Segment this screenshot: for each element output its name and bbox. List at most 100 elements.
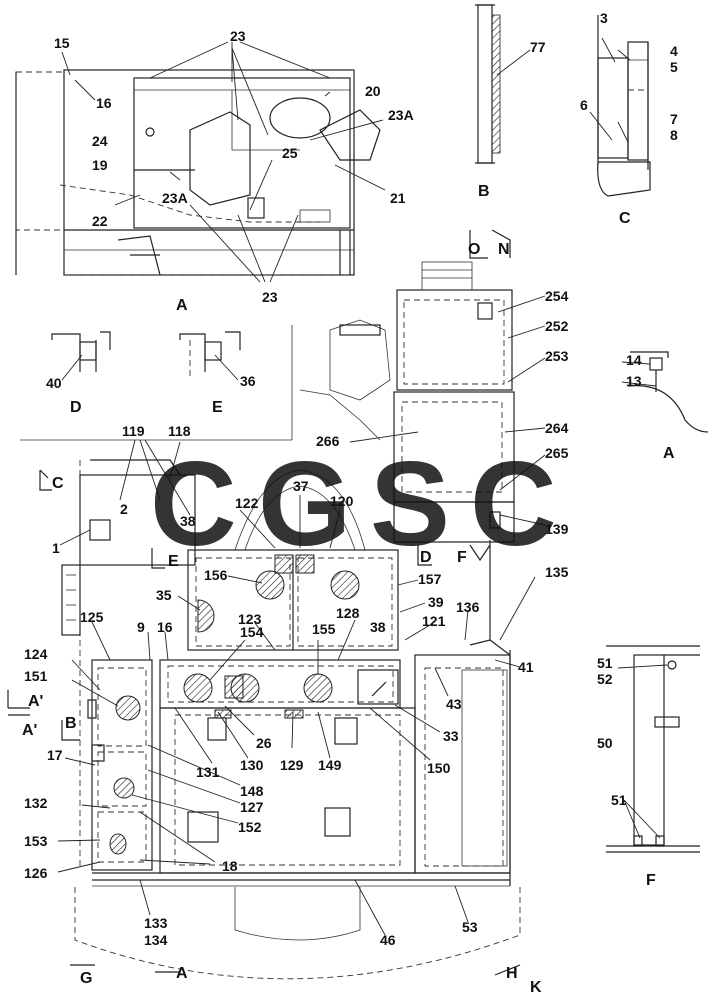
view-c-drawing bbox=[597, 15, 651, 197]
callout-36: 36 bbox=[240, 373, 256, 389]
callout-52: 52 bbox=[597, 671, 613, 687]
callout-139: 139 bbox=[545, 521, 569, 537]
watermark-letter-1: C bbox=[150, 437, 237, 571]
leader-lines bbox=[57, 37, 668, 936]
callout-17: 17 bbox=[47, 747, 63, 763]
section-marker-f: F bbox=[457, 549, 467, 566]
callout-157: 157 bbox=[418, 571, 442, 587]
view-label-e: E bbox=[212, 399, 223, 416]
callout-253: 253 bbox=[545, 348, 569, 364]
callout-5: 5 bbox=[670, 59, 678, 75]
callout-38-lower: 38 bbox=[370, 619, 386, 635]
callout-134: 134 bbox=[144, 932, 168, 948]
section-marker-d: D bbox=[420, 549, 432, 566]
callout-4: 4 bbox=[670, 43, 678, 59]
section-marker-c: C bbox=[52, 475, 64, 492]
callout-23: 23 bbox=[230, 28, 246, 44]
callout-33: 33 bbox=[443, 728, 459, 744]
callout-23a-lower: 23A bbox=[162, 190, 188, 206]
callout-252: 252 bbox=[545, 318, 569, 334]
callout-122: 122 bbox=[235, 495, 259, 511]
callout-labels: 15 16 23 20 23A 24 25 19 21 22 23A 23 77… bbox=[24, 10, 678, 948]
callout-1: 1 bbox=[52, 540, 60, 556]
callout-254: 254 bbox=[545, 288, 569, 304]
callout-125: 125 bbox=[80, 609, 104, 625]
callout-23-lower: 23 bbox=[262, 289, 278, 305]
callout-15: 15 bbox=[54, 35, 70, 51]
callout-41: 41 bbox=[518, 659, 534, 675]
callout-9: 9 bbox=[137, 619, 145, 635]
callout-16-lower: 16 bbox=[157, 619, 173, 635]
view-label-o: O bbox=[468, 241, 480, 258]
callout-39: 39 bbox=[428, 594, 444, 610]
callout-148: 148 bbox=[240, 783, 264, 799]
view-f-drawing bbox=[606, 645, 700, 853]
callout-8: 8 bbox=[670, 127, 678, 143]
view-label-h: H bbox=[506, 965, 518, 982]
callout-131: 131 bbox=[196, 764, 220, 780]
callout-135: 135 bbox=[545, 564, 569, 580]
callout-77: 77 bbox=[530, 39, 546, 55]
view-d-drawing bbox=[51, 331, 111, 372]
callout-19: 19 bbox=[92, 157, 108, 173]
callout-118: 118 bbox=[168, 423, 191, 439]
view-label-a-top: A bbox=[176, 297, 188, 314]
watermark-logo: C G S C bbox=[150, 437, 557, 571]
callout-150: 150 bbox=[427, 760, 451, 776]
watermark-letter-2: G bbox=[258, 437, 351, 571]
callout-266: 266 bbox=[316, 433, 340, 449]
callout-40: 40 bbox=[46, 375, 62, 391]
callout-50: 50 bbox=[597, 735, 613, 751]
main-assembly-drawing bbox=[20, 261, 521, 980]
callout-6: 6 bbox=[580, 97, 588, 113]
section-marker-b: B bbox=[65, 715, 77, 732]
callout-3: 3 bbox=[600, 10, 608, 26]
callout-133: 133 bbox=[144, 915, 168, 931]
callout-13: 13 bbox=[626, 373, 642, 389]
callout-20: 20 bbox=[365, 83, 381, 99]
callout-7: 7 bbox=[670, 111, 678, 127]
callout-124: 124 bbox=[24, 646, 48, 662]
callout-120: 120 bbox=[330, 493, 354, 509]
callout-130: 130 bbox=[240, 757, 264, 773]
callout-16: 16 bbox=[96, 95, 112, 111]
callout-127: 127 bbox=[240, 799, 264, 815]
section-marker-e: E bbox=[168, 553, 179, 570]
callout-25: 25 bbox=[282, 145, 298, 161]
callout-156: 156 bbox=[204, 567, 228, 583]
callout-136: 136 bbox=[456, 599, 480, 615]
view-label-b: B bbox=[478, 183, 490, 200]
view-b-drawing bbox=[475, 4, 501, 164]
callout-22: 22 bbox=[92, 213, 108, 229]
section-marker-a-prime-2: A' bbox=[22, 722, 37, 739]
callout-151: 151 bbox=[24, 668, 48, 684]
view-label-c: C bbox=[619, 210, 631, 227]
callout-132: 132 bbox=[24, 795, 48, 811]
callout-123: 123 bbox=[238, 611, 262, 627]
callout-26: 26 bbox=[256, 735, 272, 751]
watermark-letter-3: S bbox=[370, 437, 450, 571]
callout-35: 35 bbox=[156, 587, 172, 603]
callout-265: 265 bbox=[545, 445, 569, 461]
callout-43: 43 bbox=[446, 696, 462, 712]
callout-153: 153 bbox=[24, 833, 48, 849]
view-a-top-drawing bbox=[15, 69, 381, 276]
callout-154: 154 bbox=[240, 624, 264, 640]
view-label-f: F bbox=[646, 872, 656, 889]
callout-51: 51 bbox=[597, 655, 613, 671]
callout-264: 264 bbox=[545, 420, 569, 436]
section-marker-a-prime-1: A' bbox=[28, 693, 43, 710]
callout-128: 128 bbox=[336, 605, 360, 621]
callout-2: 2 bbox=[120, 501, 128, 517]
callout-51-lower: 51 bbox=[611, 792, 627, 808]
callout-53: 53 bbox=[462, 919, 478, 935]
callout-126: 126 bbox=[24, 865, 48, 881]
callout-46: 46 bbox=[380, 932, 396, 948]
watermark-letter-4: C bbox=[470, 437, 557, 571]
section-markers bbox=[7, 229, 521, 976]
callout-23a: 23A bbox=[388, 107, 414, 123]
view-label-g: G bbox=[80, 970, 92, 987]
callout-155: 155 bbox=[312, 621, 336, 637]
